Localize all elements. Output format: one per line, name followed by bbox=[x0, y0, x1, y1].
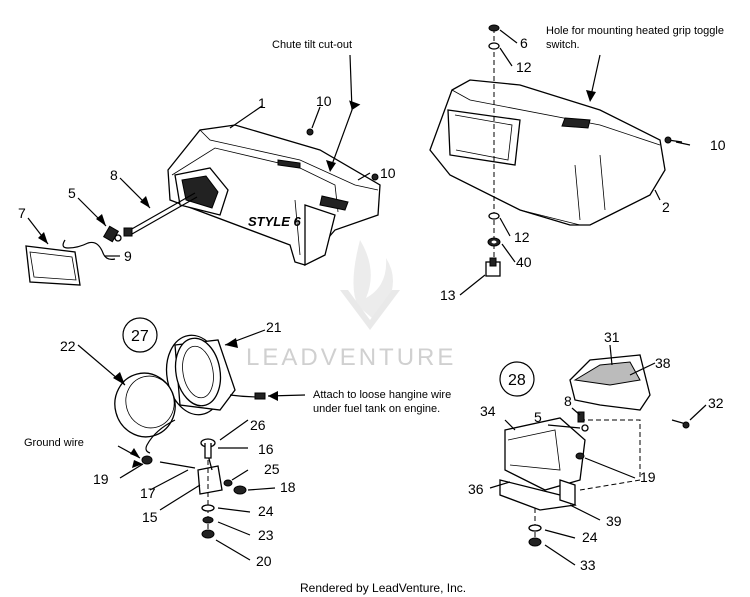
washer-25 bbox=[223, 479, 233, 487]
screw-10-c bbox=[664, 136, 683, 144]
callout-20: 20 bbox=[256, 553, 272, 569]
callout-10-a: 10 bbox=[316, 93, 332, 109]
assembly-27-badge bbox=[122, 317, 158, 353]
callout-18: 18 bbox=[280, 479, 296, 495]
callout-2: 2 bbox=[662, 199, 670, 215]
watermark-logo bbox=[340, 240, 400, 330]
callout-31: 31 bbox=[604, 329, 620, 345]
callout-22: 22 bbox=[60, 338, 76, 354]
alignment-line-28a bbox=[579, 419, 641, 491]
callout-39: 39 bbox=[606, 513, 622, 529]
callout-9: 9 bbox=[124, 248, 132, 264]
nut-40 bbox=[487, 237, 501, 247]
callout-8-b: 8 bbox=[564, 393, 572, 409]
nut-33 bbox=[528, 537, 542, 547]
washer-24-a bbox=[201, 504, 215, 512]
callout-15: 15 bbox=[142, 509, 158, 525]
callout-1: 1 bbox=[258, 95, 266, 111]
callout-26: 26 bbox=[250, 417, 266, 433]
nut-20 bbox=[201, 529, 215, 539]
switch-8 bbox=[577, 411, 585, 423]
callout-32: 32 bbox=[708, 395, 724, 411]
headlight-lens bbox=[25, 245, 81, 286]
callout-33: 33 bbox=[580, 557, 596, 573]
lamp-harness bbox=[123, 192, 198, 237]
callout-21: 21 bbox=[266, 319, 282, 335]
washer-12-bottom bbox=[488, 212, 500, 220]
callout-12-b: 12 bbox=[514, 229, 530, 245]
housing-right bbox=[429, 79, 666, 226]
callout-19-a: 19 bbox=[93, 471, 109, 487]
callout-10-c: 10 bbox=[710, 137, 726, 153]
bracket-15 bbox=[197, 454, 223, 495]
footer-credit: Rendered by LeadVenture, Inc. bbox=[300, 581, 466, 595]
lens-22 bbox=[114, 372, 176, 438]
callout-38: 38 bbox=[655, 355, 671, 371]
pin-17 bbox=[159, 461, 196, 469]
socket-5 bbox=[581, 424, 589, 432]
note-hole-mounting-1: Hole for mounting heated grip toggle bbox=[546, 25, 724, 37]
callout-34: 34 bbox=[480, 403, 496, 419]
callout-10-b: 10 bbox=[380, 165, 396, 181]
wire-9 bbox=[62, 239, 116, 260]
toggle-switch-13 bbox=[485, 257, 501, 277]
callout-19-b: 19 bbox=[640, 469, 656, 485]
callout-36: 36 bbox=[468, 481, 484, 497]
wire-connector bbox=[254, 392, 266, 400]
style-label: STYLE 6 bbox=[248, 214, 302, 229]
bolt-16 bbox=[200, 438, 216, 459]
arrowheads bbox=[38, 90, 596, 468]
assembly-28-label: 28 bbox=[508, 372, 526, 389]
callout-16: 16 bbox=[258, 441, 274, 457]
note-attach-2: under fuel tank on engine. bbox=[313, 403, 440, 415]
base-plate-39 bbox=[499, 479, 577, 511]
callout-23: 23 bbox=[258, 527, 274, 543]
washer-12-top bbox=[488, 42, 500, 50]
heated-grip-cover-31 bbox=[569, 354, 651, 411]
nut-19-b bbox=[575, 452, 585, 460]
screw-10-b bbox=[371, 173, 379, 181]
callout-8-a: 8 bbox=[110, 167, 118, 183]
lamp-body-21 bbox=[165, 334, 236, 416]
callout-24-a: 24 bbox=[258, 503, 274, 519]
bulb-socket bbox=[102, 225, 122, 243]
note-ground-wire: Ground wire bbox=[24, 437, 84, 449]
housing-style6 bbox=[167, 124, 381, 267]
lockwasher-23 bbox=[202, 516, 214, 524]
callout-12-a: 12 bbox=[516, 59, 532, 75]
callout-5-b: 5 bbox=[534, 409, 542, 425]
washer-6 bbox=[488, 24, 500, 32]
callout-17: 17 bbox=[140, 485, 156, 501]
callout-6: 6 bbox=[520, 35, 528, 51]
callout-13: 13 bbox=[440, 287, 456, 303]
screw-10-a bbox=[306, 128, 314, 136]
assembly-28-badge bbox=[499, 361, 535, 397]
callout-24-b: 24 bbox=[582, 529, 598, 545]
nut-18 bbox=[233, 485, 247, 495]
watermark-text: LEADVENTURE bbox=[246, 344, 456, 371]
callout-25: 25 bbox=[264, 461, 280, 477]
nut-19-a bbox=[141, 455, 153, 465]
screw-32 bbox=[671, 419, 690, 429]
washer-24-b bbox=[528, 524, 542, 532]
callout-40: 40 bbox=[516, 254, 532, 270]
bracket-34 bbox=[504, 417, 586, 491]
ground-wire bbox=[145, 419, 176, 454]
callout-7: 7 bbox=[18, 205, 26, 221]
note-chute-tilt: Chute tilt cut-out bbox=[272, 39, 352, 51]
note-attach-1: Attach to loose hangine wire bbox=[313, 389, 451, 401]
callout-5-a: 5 bbox=[68, 185, 76, 201]
note-hole-mounting-2: switch. bbox=[546, 39, 580, 51]
assembly-27-label: 27 bbox=[131, 328, 149, 345]
